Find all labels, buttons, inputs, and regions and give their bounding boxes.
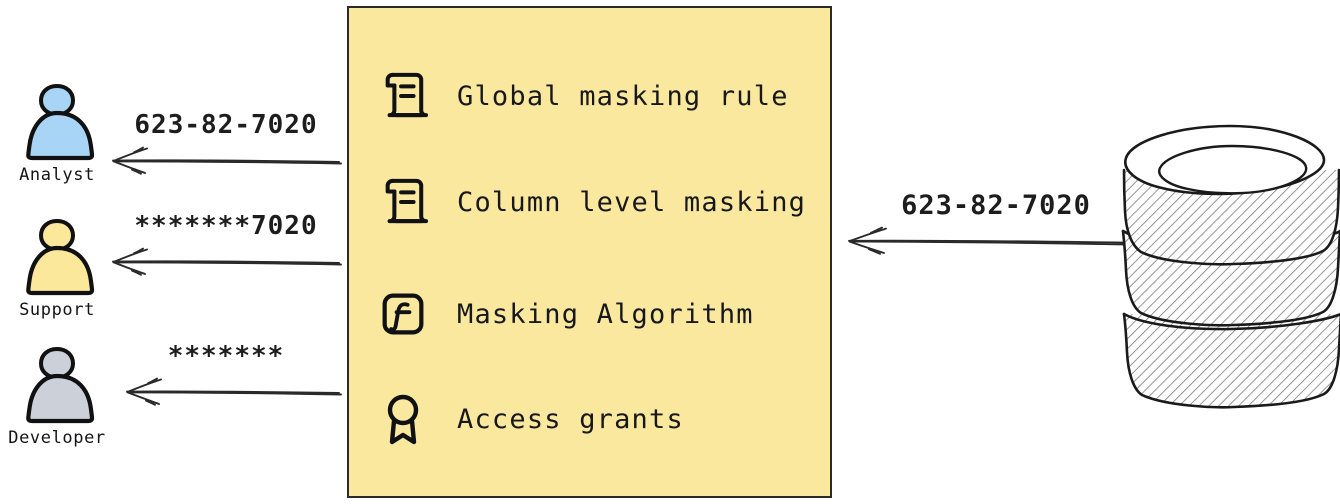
policy-item-access-grants[interactable]: Access grants (377, 389, 684, 449)
arrow-left-icon (110, 142, 342, 182)
actor-label: Developer (8, 428, 106, 448)
actor-developer[interactable]: Developer (2, 341, 112, 447)
actor-label: Analyst (19, 165, 95, 185)
flow-value-label: 623-82-7020 (134, 110, 318, 140)
policy-item-global-masking-rule[interactable]: Global masking rule (377, 66, 789, 126)
actor-label: Support (19, 300, 95, 320)
flow-source: 623-82-7020 (846, 192, 1146, 262)
arrow-left-icon (846, 222, 1146, 262)
scroll-icon (377, 174, 429, 230)
actor-support[interactable]: Support (2, 213, 112, 319)
flow-analyst: 623-82-7020 (110, 112, 342, 182)
policy-item-masking-algorithm[interactable]: Masking Algorithm (377, 284, 754, 344)
scroll-icon (377, 68, 429, 124)
database-disc-bottom (1122, 312, 1340, 409)
policy-item-label: Access grants (457, 403, 684, 435)
flow-developer: ******* (110, 343, 342, 413)
award-icon (377, 391, 429, 447)
database-icon (1120, 118, 1340, 409)
arrow-left-icon (110, 243, 342, 283)
person-icon (2, 78, 112, 164)
database-disc-top (1122, 124, 1340, 266)
policy-item-column-level-masking[interactable]: Column level masking (377, 172, 806, 232)
policy-item-label: Column level masking (457, 186, 807, 218)
policy-item-label: Masking Algorithm (457, 298, 754, 330)
flow-value-label: ******* (167, 341, 285, 371)
arrow-left-icon (110, 373, 342, 413)
policy-panel: Global masking rule Column level masking… (347, 6, 832, 498)
person-icon (2, 341, 112, 427)
flow-value-label: *******7020 (134, 211, 318, 241)
person-icon (2, 213, 112, 299)
function-icon (377, 286, 429, 342)
flow-value-label: 623-82-7020 (901, 190, 1091, 221)
actor-analyst[interactable]: Analyst (2, 78, 112, 184)
flow-support: *******7020 (110, 213, 342, 283)
policy-item-label: Global masking rule (457, 80, 789, 112)
